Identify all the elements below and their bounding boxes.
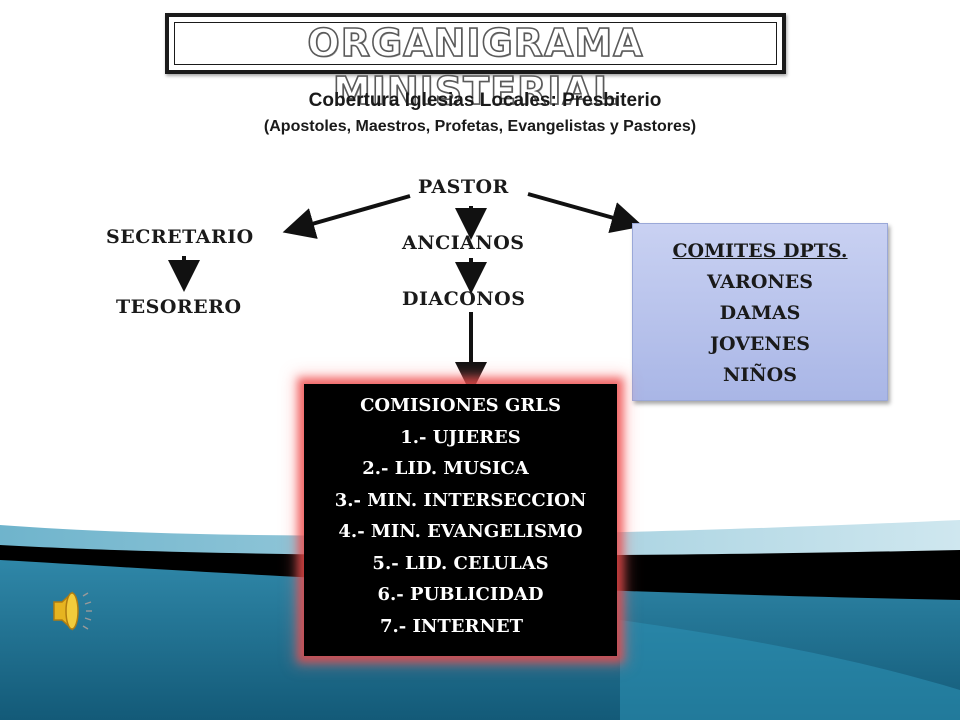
node-pastor: PASTOR [418, 176, 509, 198]
comisiones-item: 1.- UJIERES [400, 426, 521, 448]
comites-item: VARONES [707, 271, 813, 293]
comisiones-item: 5.- LID. CELULAS [372, 552, 549, 574]
comites-item: DAMAS [719, 302, 801, 324]
node-tesorero: TESORERO [116, 296, 242, 318]
speaker-icon[interactable] [53, 591, 92, 631]
arrow-pastor-comites [527, 192, 644, 234]
node-diaconos: DIACONOS [402, 288, 526, 310]
comites-item: NIÑOS [723, 364, 797, 386]
arrow-pastor-secretario [282, 194, 411, 239]
comisiones-box: COMISIONES GRLS 1.- UJIERES 2.- LID. MUS… [304, 384, 617, 656]
title-banner: ORGANIGRAMA MINISTERIAL [165, 13, 786, 114]
comisiones-item: 2.- LID. MUSICA [362, 458, 529, 479]
subtitle: Cobertura Iglesias Locales: Presbiterio [308, 90, 662, 111]
connector-arrows [168, 192, 644, 394]
comisiones-item: 3.- MIN. INTERSECCION [334, 489, 587, 511]
comites-item: JOVENES [709, 333, 810, 355]
comites-box: COMITES DPTS. VARONES DAMAS JOVENES NIÑO… [632, 223, 888, 401]
wave-decoration [0, 520, 960, 720]
comisiones-heading: COMISIONES GRLS [360, 395, 561, 416]
subtitle-detail: (Apostoles, Maestros, Profetas, Evangeli… [263, 118, 697, 135]
comisiones-item: 4.- MIN. EVANGELISMO [338, 521, 583, 542]
comisiones-item: 6.- PUBLICIDAD [377, 584, 544, 605]
node-secretario: SECRETARIO [106, 226, 254, 248]
node-ancianos: ANCIANOS [402, 232, 525, 254]
comisiones-item: 7.- INTERNET [379, 615, 524, 637]
page-title: ORGANIGRAMA MINISTERIAL [307, 20, 644, 114]
comites-heading: COMITES DPTS. [672, 240, 848, 262]
title-inner-border [174, 22, 777, 65]
